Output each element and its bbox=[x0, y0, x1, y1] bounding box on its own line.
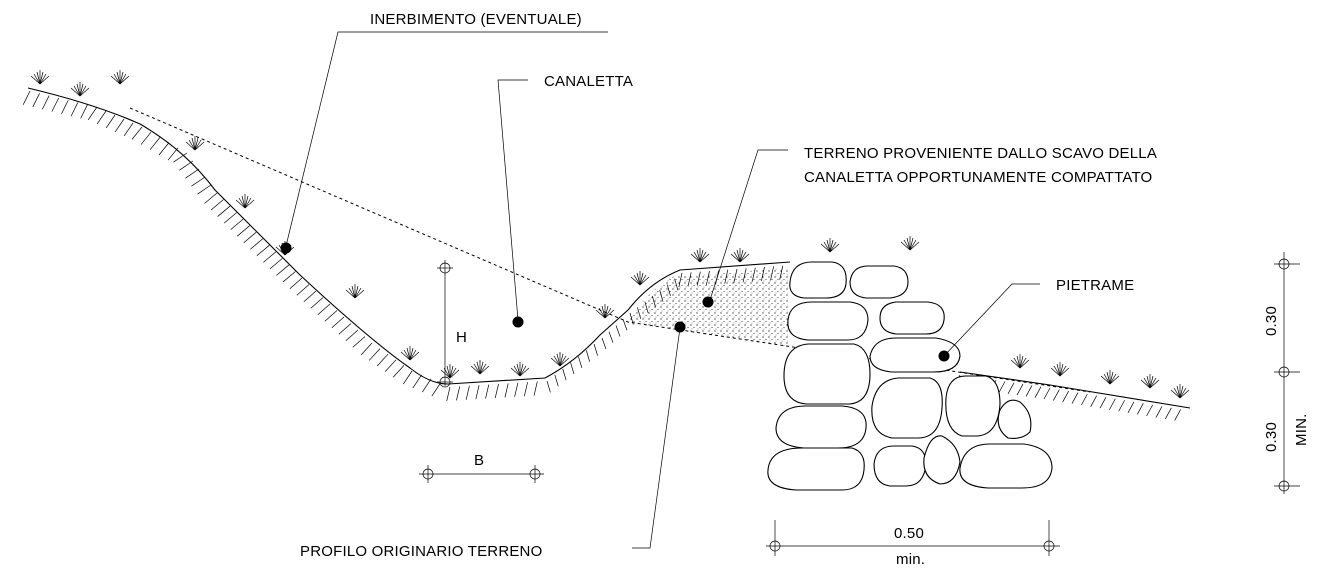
label-canaletta: CANALETTA bbox=[544, 73, 633, 90]
leader-pietrame bbox=[938, 283, 1040, 362]
grass-tufts bbox=[30, 70, 1190, 399]
stone bbox=[767, 447, 865, 491]
stone bbox=[873, 445, 927, 487]
stone bbox=[923, 435, 961, 485]
ground-profile-right bbox=[959, 371, 1191, 409]
label-terreno-line2: CANALETTA OPPORTUNAMENTE COMPATTATO bbox=[804, 169, 1152, 186]
leader-canaletta bbox=[497, 79, 528, 328]
dimension-upper-height: 0.30 bbox=[1263, 306, 1280, 336]
dimension-vertical bbox=[1274, 252, 1300, 494]
dimension-lower-note: MIN. bbox=[1293, 414, 1310, 446]
leader-profilo bbox=[632, 321, 686, 549]
leader-terreno bbox=[702, 149, 788, 308]
dimension-width-value: 0.50 bbox=[894, 525, 924, 542]
label-pietrame: PIETRAME bbox=[1056, 277, 1134, 294]
dimension-b bbox=[419, 465, 544, 483]
stone bbox=[871, 377, 943, 439]
stone bbox=[783, 343, 871, 405]
stone bbox=[869, 337, 961, 373]
label-terreno-line1: TERRENO PROVENIENTE DALLO SCAVO DELLA bbox=[804, 145, 1157, 162]
stone bbox=[879, 301, 945, 335]
stone bbox=[849, 265, 909, 299]
stone bbox=[775, 405, 867, 449]
dimension-width-note: min. bbox=[896, 551, 925, 568]
soil-hatching bbox=[22, 90, 1181, 421]
label-inerbimento: INERBIMENTO (EVENTUALE) bbox=[370, 11, 582, 28]
dimension-lower-height: 0.30 bbox=[1263, 422, 1280, 452]
dimension-h-label: H bbox=[456, 329, 467, 346]
stone bbox=[789, 261, 847, 299]
stone-masonry bbox=[767, 261, 1053, 491]
label-profilo: PROFILO ORIGINARIO TERRENO bbox=[300, 543, 542, 560]
ground-profile-line bbox=[27, 87, 791, 385]
dimension-h bbox=[437, 260, 453, 388]
dimension-b-label: B bbox=[474, 452, 484, 469]
leader-inerbimento bbox=[280, 31, 608, 254]
stone bbox=[945, 375, 1001, 437]
stone bbox=[997, 399, 1032, 439]
stone bbox=[787, 301, 869, 341]
stone bbox=[959, 443, 1053, 489]
dimension-width bbox=[766, 520, 1060, 556]
